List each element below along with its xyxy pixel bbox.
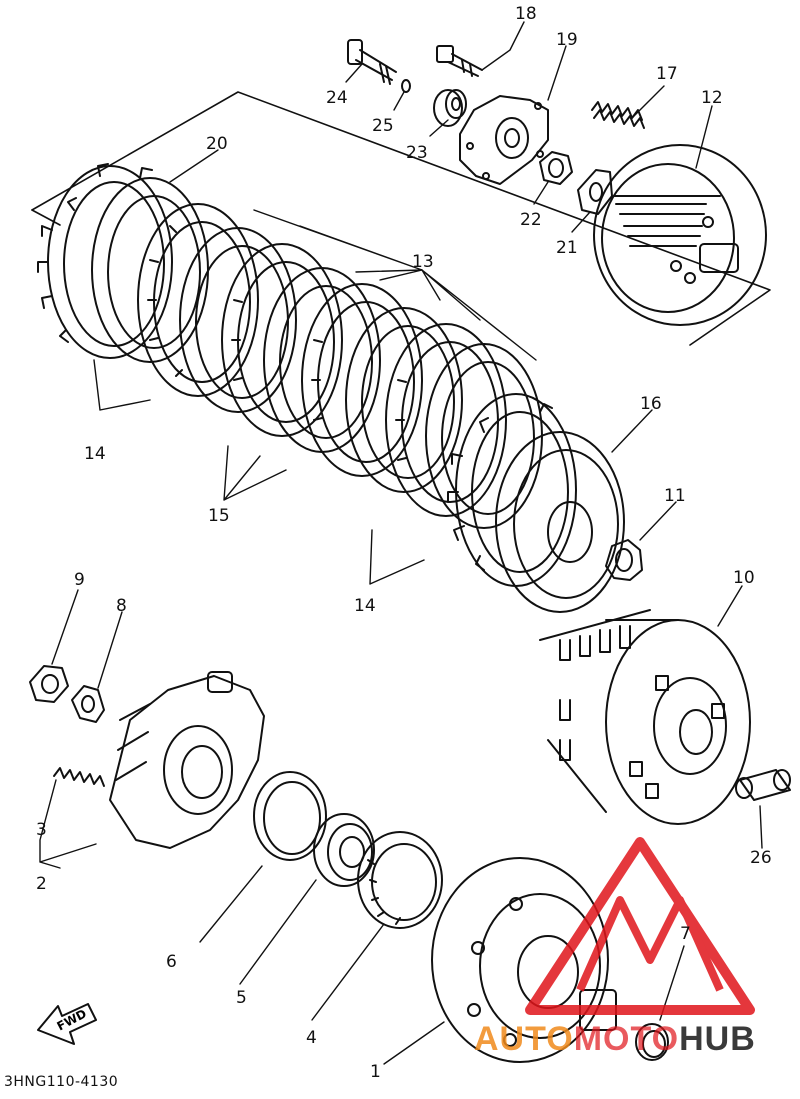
bearing-5 — [313, 813, 375, 887]
spring-3 — [53, 767, 105, 787]
part-label-12: 12 — [701, 88, 723, 108]
part-label-8: 8 — [116, 596, 127, 616]
part-label-4: 4 — [306, 1028, 317, 1048]
part-label-14-right: 14 — [354, 596, 376, 616]
gasket-6 — [253, 771, 327, 861]
part-label-18: 18 — [515, 4, 537, 24]
sleeve-26 — [735, 769, 791, 801]
part-label-20: 20 — [206, 134, 228, 154]
part-label-26: 26 — [750, 848, 772, 868]
part-label-14-left: 14 — [84, 444, 106, 464]
part-label-7: 7 — [680, 924, 691, 944]
part-label-9: 9 — [74, 570, 85, 590]
clutch-carrier-2 — [109, 671, 265, 849]
lock-washer-8 — [71, 685, 105, 723]
diagram-code: 3HNG110-4130 — [4, 1074, 119, 1090]
watermark-part-moto: MOTO — [573, 1020, 680, 1058]
pressure-disc-16 — [495, 431, 625, 613]
oring-25 — [401, 79, 411, 93]
bolt-18 — [436, 45, 483, 77]
part-label-16: 16 — [640, 394, 662, 414]
watermark-text: AUTOMOTOHUB — [474, 1020, 756, 1059]
leader-lines — [39, 21, 763, 1065]
oring-7 — [635, 1023, 669, 1061]
bearing-23 — [433, 89, 467, 127]
part-label-13: 13 — [412, 252, 434, 272]
part-label-17: 17 — [656, 64, 678, 84]
part-label-3: 3 — [36, 820, 47, 840]
part-label-22: 22 — [520, 210, 542, 230]
part-label-25: 25 — [372, 116, 394, 136]
clutch-plate-stack — [37, 163, 577, 587]
lock-washer-21 — [577, 169, 613, 215]
spring-17 — [591, 101, 645, 129]
part-label-23: 23 — [406, 143, 428, 163]
part-label-24: 24 — [326, 88, 348, 108]
circlip-11 — [605, 539, 643, 581]
clutch-housing-10 — [539, 609, 751, 825]
nut-9 — [29, 665, 69, 703]
nut-22 — [539, 151, 573, 185]
part-label-15: 15 — [208, 506, 230, 526]
clutch-boss-12 — [593, 144, 767, 326]
part-label-6: 6 — [166, 952, 177, 972]
one-way-clutch-4 — [357, 831, 443, 929]
watermark-logo-icon — [525, 837, 755, 1015]
pressure-plate-19 — [459, 95, 549, 185]
watermark-part-auto: AUTO — [474, 1020, 574, 1058]
friction-plate-14-first — [37, 163, 173, 359]
part-label-19: 19 — [556, 30, 578, 50]
watermark-part-hub: HUB — [679, 1020, 756, 1058]
part-label-11: 11 — [664, 486, 686, 506]
part-label-10: 10 — [733, 568, 755, 588]
fwd-arrow-icon — [37, 1003, 97, 1045]
part-label-5: 5 — [236, 988, 247, 1008]
assembly-outline — [31, 91, 771, 346]
bolt-24 — [347, 39, 397, 85]
part-label-21: 21 — [556, 238, 578, 258]
part-label-2: 2 — [36, 874, 47, 894]
part-label-1: 1 — [370, 1062, 381, 1082]
